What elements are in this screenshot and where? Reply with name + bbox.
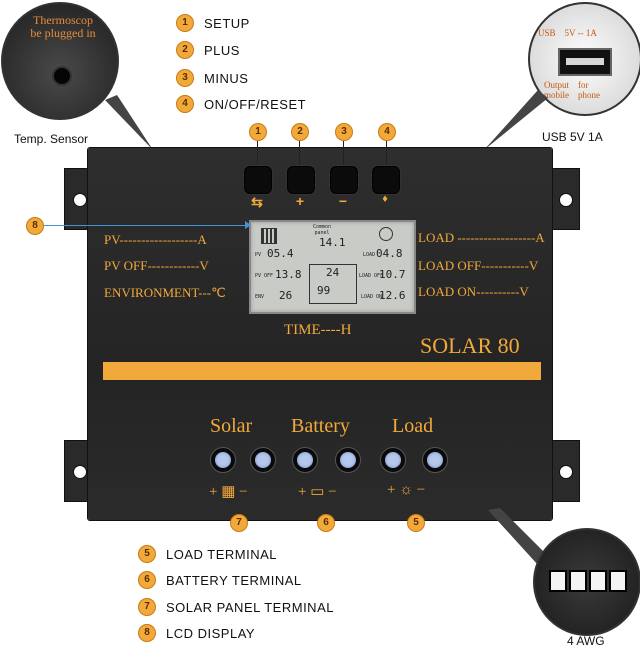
callout-1: 1: [249, 123, 267, 141]
legend-number: 8: [138, 624, 156, 642]
bulb-icon: [379, 227, 393, 241]
legend-label: MINUS: [204, 70, 249, 86]
lcd-load-value: 04.8: [376, 247, 403, 260]
battery-icon: [309, 264, 357, 304]
awg-caption: 4 AWG: [567, 634, 605, 648]
temp-sensor-inset: Thermoscop be plugged in: [1, 2, 119, 120]
lcd-top-small: Common panel: [313, 224, 332, 236]
label-environment: ENVIRONMENT---℃: [104, 285, 226, 300]
label-pv-off: PV OFF------------V: [104, 258, 209, 273]
lcd-tag: LOAD OFF: [359, 273, 384, 279]
callout-7: 7: [230, 514, 248, 532]
usb-caption: USB 5V 1A: [542, 130, 603, 144]
battery-terminal-sign: + ▭ −: [298, 484, 337, 500]
solar-negative-terminal[interactable]: [250, 447, 276, 473]
battery-terminal-title: Battery: [291, 415, 350, 437]
legend-label: BATTERY TERMINAL: [166, 572, 302, 588]
awg-terminal-inset: [533, 528, 640, 636]
legend-label: ON/OFF/RESET: [204, 96, 307, 112]
lcd-env-value: 26: [279, 289, 293, 302]
lcd-pv-value: 05.4: [267, 247, 294, 260]
solar-terminal-sign: + ▦ −: [209, 484, 248, 500]
legend-number: 3: [176, 69, 194, 87]
lcd-pv-off-value: 13.8: [275, 268, 302, 281]
callout-3: 3: [335, 123, 353, 141]
callout-4: 4: [378, 123, 396, 141]
load-terminal-title: Load: [392, 415, 434, 437]
lcd-battery-voltage: 24: [326, 266, 340, 279]
minus-button[interactable]: [330, 166, 358, 194]
solar-positive-terminal[interactable]: [210, 447, 236, 473]
battery-positive-terminal[interactable]: [292, 447, 318, 473]
legend-number: 7: [138, 598, 156, 616]
legend-label: LCD DISPLAY: [166, 625, 256, 641]
time-label: TIME----H: [284, 322, 352, 338]
usb-port-icon: [558, 48, 612, 76]
lcd-tag: LOAD: [363, 252, 376, 258]
lcd-battery-percent: 99: [317, 284, 331, 297]
minus-icon: −: [338, 193, 348, 209]
legend-item-lcd-display: 8 LCD DISPLAY: [138, 624, 255, 642]
charge-controller-body: [88, 148, 552, 520]
legend-number: 6: [138, 571, 156, 589]
callout-6: 6: [317, 514, 335, 532]
legend-item-load-terminal: 5 LOAD TERMINAL: [138, 545, 277, 563]
lcd-load-off-value: 10.7: [379, 268, 406, 281]
lcd-tag: ENV: [255, 294, 265, 300]
label-load: LOAD ------------------A: [418, 230, 545, 245]
callout-5: 5: [407, 514, 425, 532]
lcd-load-on-value: 12.6: [379, 289, 406, 302]
load-negative-terminal[interactable]: [422, 447, 448, 473]
power-icon: ♦: [382, 193, 388, 205]
lcd-center-top: 14.1: [319, 236, 346, 249]
lcd-tag: PV: [255, 252, 262, 258]
solar-terminal-title: Solar: [210, 415, 253, 437]
callout-2: 2: [291, 123, 309, 141]
mount-ear-right-top: [550, 168, 580, 230]
usb-inset-bottom: Output for mobile phone: [544, 80, 600, 100]
onoff-reset-button[interactable]: [372, 166, 400, 194]
plus-icon: +: [295, 193, 305, 209]
solar-panel-icon: [261, 228, 277, 244]
legend-item-battery-terminal: 6 BATTERY TERMINAL: [138, 571, 302, 589]
legend-label: LOAD TERMINAL: [166, 546, 278, 562]
legend-item-plus: 2 PLUS: [176, 41, 240, 59]
legend-item-minus: 3 MINUS: [176, 69, 248, 87]
legend-number: 1: [176, 14, 194, 32]
plus-button[interactable]: [287, 166, 315, 194]
load-terminal-sign: + ☼ −: [387, 482, 426, 498]
legend-number: 4: [176, 95, 194, 113]
lcd-tag: LOAD ON: [361, 294, 383, 300]
sensor-jack-icon: [52, 66, 72, 86]
model-label: SOLAR 80: [420, 333, 520, 358]
temp-sensor-inset-text: Thermoscop be plugged in: [30, 13, 96, 40]
legend-label: SETUP: [204, 15, 250, 31]
legend-item-setup: 1 SETUP: [176, 14, 250, 32]
legend-label: SOLAR PANEL TERMINAL: [166, 599, 334, 615]
label-load-off: LOAD OFF-----------V: [418, 258, 539, 273]
lcd-display: Common panel 14.1 PV 05.4 PV OFF 13.8 EN…: [249, 220, 416, 314]
battery-negative-terminal[interactable]: [335, 447, 361, 473]
legend-number: 2: [176, 41, 194, 59]
label-load-on: LOAD ON----------V: [418, 284, 529, 299]
setup-button[interactable]: [244, 166, 272, 194]
legend-number: 5: [138, 545, 156, 563]
load-positive-terminal[interactable]: [380, 447, 406, 473]
legend-item-onoff: 4 ON/OFF/RESET: [176, 95, 306, 113]
usb-pointer: [484, 90, 548, 150]
callout-8: 8: [26, 217, 44, 235]
legend-label: PLUS: [204, 42, 240, 58]
lcd-tag: PV OFF: [255, 273, 274, 279]
setup-icon: ⇆: [251, 194, 263, 210]
usb-inset-top: USB 5V -- 1A: [538, 28, 597, 38]
label-pv: PV------------------A: [104, 232, 207, 247]
accent-stripe: [103, 362, 541, 380]
temp-sensor-pointer: [105, 95, 153, 150]
temp-sensor-caption: Temp. Sensor: [14, 132, 89, 146]
legend-item-solar-terminal: 7 SOLAR PANEL TERMINAL: [138, 598, 334, 616]
mount-ear-right-bottom: [550, 440, 580, 502]
